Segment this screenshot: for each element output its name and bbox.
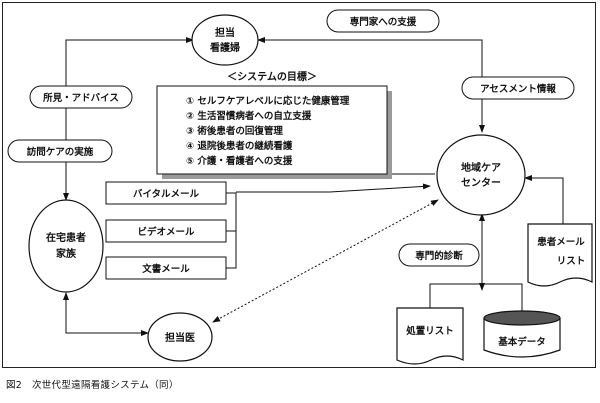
nurse-center-link <box>257 37 485 133</box>
svg-text:アセスメント情報: アセスメント情報 <box>480 83 556 95</box>
label-expert-support: 専門家への支援 <box>326 9 440 33</box>
system-goals-title: ＜システムの目標＞ <box>227 70 317 83</box>
node-home-patient: 在宅患者 家族 <box>28 199 104 293</box>
goal-item: ④ 退院後患者の継続看護 <box>186 140 293 152</box>
svg-text:患者メール: 患者メール <box>537 236 585 248</box>
mail-vital: バイタルメール <box>105 181 227 205</box>
svg-text:専門的診断: 専門的診断 <box>415 250 463 262</box>
diagnosis-documents-bracket <box>429 283 523 312</box>
node-nurse-line2: 看護婦 <box>210 41 240 54</box>
doc-treatment-list: 処置リスト <box>396 307 464 365</box>
node-center-line1: 地域ケア <box>461 161 501 174</box>
node-doctor-label: 担当医 <box>165 331 195 344</box>
mail-center-link <box>236 183 431 193</box>
node-home-patient-line2: 家族 <box>56 247 77 260</box>
center-maillist-link <box>524 175 564 224</box>
diagram-frame <box>2 2 596 368</box>
svg-text:リスト: リスト <box>557 256 586 267</box>
svg-text:訪問ケアの実施: 訪問ケアの実施 <box>27 146 94 158</box>
doc-patient-mail-list: 患者メール リスト <box>527 223 593 287</box>
system-goals-box: ① セルフケアレベルに応じた健康管理 ② 生活習慣病者への自立支援 ③ 術後患者… <box>156 85 392 179</box>
label-assessment: アセスメント情報 <box>461 76 575 100</box>
node-center-line2: センター <box>461 177 501 189</box>
svg-text:専門家への支援: 専門家への支援 <box>350 16 417 28</box>
goal-item: ③ 術後患者の回復管理 <box>186 125 283 137</box>
mail-document: 文書メール <box>105 256 227 280</box>
label-specialist-diagnosis: 専門的診断 <box>398 243 480 267</box>
label-home-care: 訪問ケアの実施 <box>7 139 113 163</box>
goal-item: ② 生活習慣病者への自立支援 <box>186 110 312 122</box>
node-doctor: 担当医 <box>147 312 213 362</box>
node-home-patient-line1: 在宅患者 <box>46 231 86 244</box>
doctor-center-link <box>212 199 439 323</box>
figure-caption: 図2 次世代型遠隔看護システム（同） <box>6 380 179 391</box>
db-basic-data: 基本データ <box>483 310 561 358</box>
node-nurse-line1: 担当 <box>215 26 235 39</box>
node-nurse: 担当 看護婦 <box>191 14 259 66</box>
goal-item: ⑤ 介護・看護者への支援 <box>186 155 293 167</box>
label-findings-advice: 所見・アドバイス <box>29 85 133 109</box>
svg-text:バイタルメール: バイタルメール <box>133 188 200 200</box>
goal-item: ① セルフケアレベルに応じた健康管理 <box>186 95 350 107</box>
svg-text:ビデオメール: ビデオメール <box>137 226 195 238</box>
svg-text:処置リスト: 処置リスト <box>405 325 454 337</box>
home-doctor-link <box>63 292 149 336</box>
mail-video: ビデオメール <box>105 219 227 243</box>
node-regional-care-center: 地域ケア センター <box>436 134 526 216</box>
svg-text:基本データ: 基本データ <box>497 336 546 348</box>
svg-text:文書メール: 文書メール <box>141 263 190 275</box>
svg-text:所見・アドバイス: 所見・アドバイス <box>43 92 119 104</box>
